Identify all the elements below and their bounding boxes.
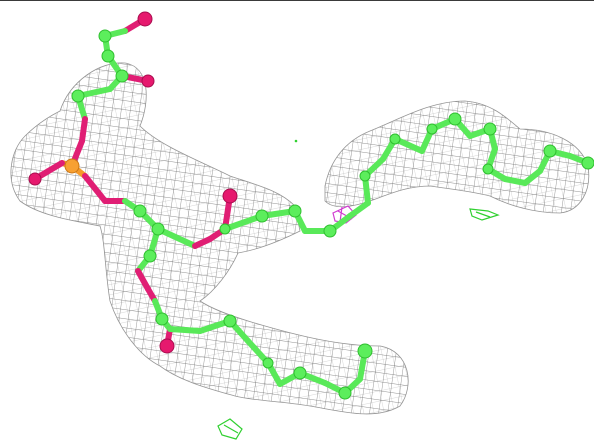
carbon-atom xyxy=(143,249,157,263)
carbon-atom xyxy=(115,69,129,83)
carbon-atom xyxy=(359,170,371,182)
difference-density xyxy=(217,139,500,440)
carbon-atom xyxy=(101,49,115,63)
carbon-atom xyxy=(219,223,231,235)
carbon-atom xyxy=(426,123,438,135)
carbon-atom xyxy=(71,89,85,103)
oxygen-atom xyxy=(28,172,42,186)
carbon-atom xyxy=(288,204,302,218)
positive-density-blob-lower xyxy=(217,418,243,440)
carbon-atom xyxy=(223,314,237,328)
carbon-atom xyxy=(98,29,112,43)
carbon-atom xyxy=(581,156,594,170)
oxygen-atom xyxy=(159,338,175,354)
carbon-atom xyxy=(262,357,274,369)
carbon-atom xyxy=(133,204,147,218)
phosphorus-atom xyxy=(64,158,80,174)
carbon-atom xyxy=(323,224,337,238)
electron-density-mesh xyxy=(10,62,590,415)
oxygen-atom xyxy=(141,74,155,88)
carbon-atom xyxy=(293,366,307,380)
density-speck xyxy=(294,139,298,143)
carbon-atom xyxy=(543,144,557,158)
carbon-atom xyxy=(448,112,462,126)
positive-density-blob xyxy=(469,208,500,221)
ligand-atoms xyxy=(28,11,594,400)
carbon-atom xyxy=(151,222,165,236)
carbon-atom xyxy=(483,122,497,136)
oxygen-atom xyxy=(137,11,153,27)
carbon-atom xyxy=(357,343,373,359)
carbon-atom xyxy=(338,386,352,400)
carbon-atom xyxy=(255,209,269,223)
carbon-atom xyxy=(389,133,401,145)
carbon-atom xyxy=(155,312,169,326)
oxygen-atom xyxy=(222,188,238,204)
carbon-atom xyxy=(482,163,494,175)
